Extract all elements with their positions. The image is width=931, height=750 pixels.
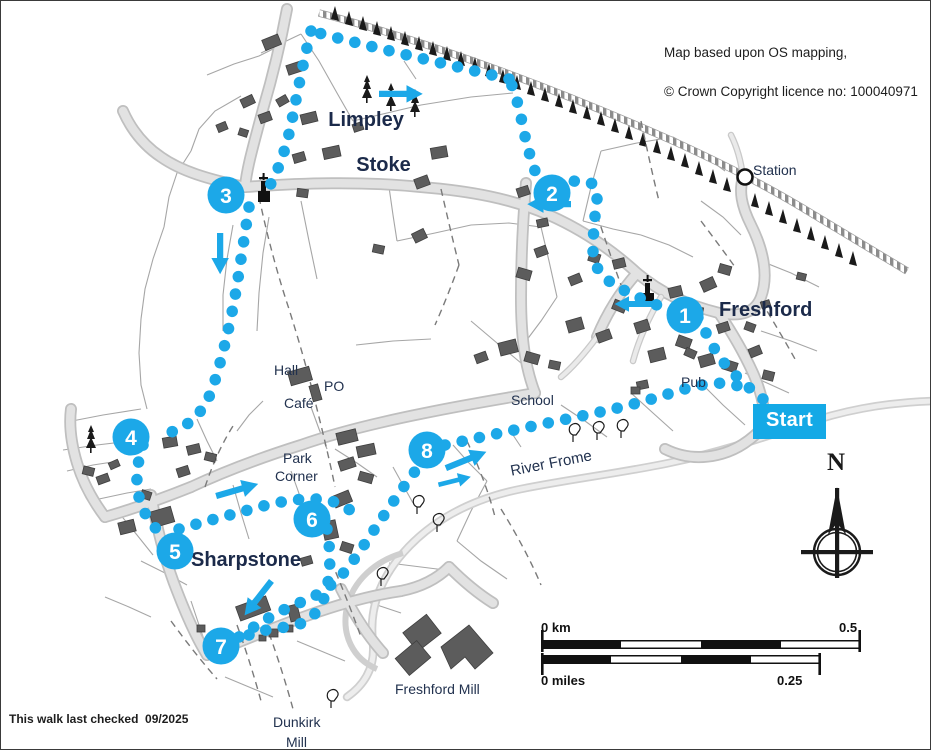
- church-icon-freshford: [642, 275, 654, 304]
- scale-bar: [541, 630, 861, 675]
- footpaths: [170, 120, 796, 710]
- railway-line: [318, 9, 909, 275]
- start-badge[interactable]: Start: [753, 404, 827, 439]
- buildings: [81, 33, 808, 676]
- north-arrow-icon: [801, 487, 873, 578]
- embankment-hatching: [331, 6, 857, 266]
- river-frome: [342, 396, 930, 702]
- church-icon-limpley-stoke: [258, 173, 270, 202]
- walk-route: [131, 25, 769, 647]
- station-marker: [736, 168, 754, 186]
- map-base-layer: [62, 3, 930, 710]
